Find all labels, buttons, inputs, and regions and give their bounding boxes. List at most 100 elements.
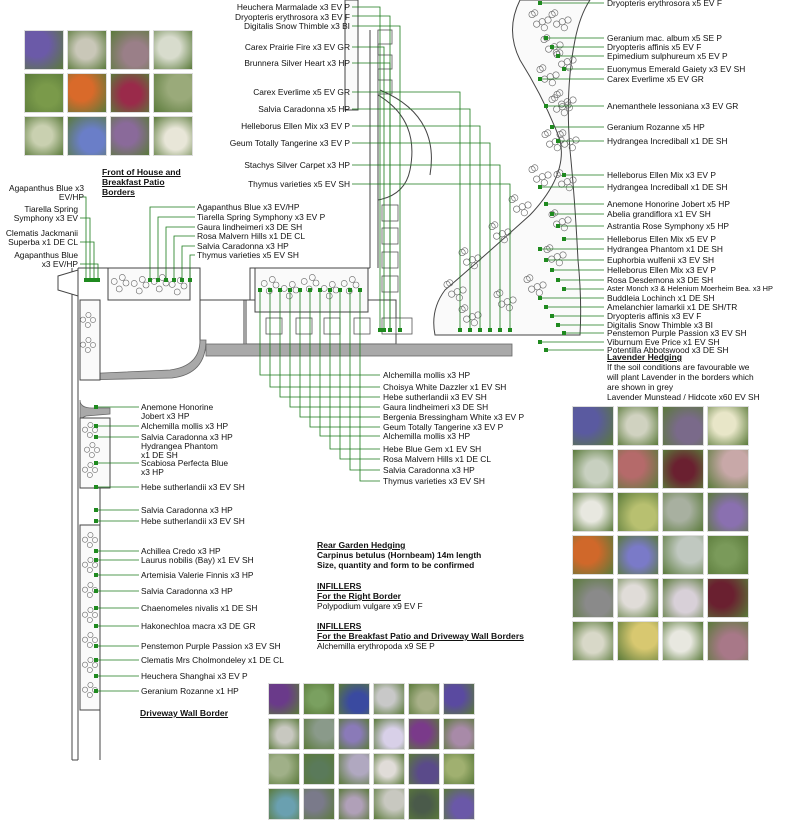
plant-symbol [80,341,86,348]
leader-marker [180,278,184,282]
plant-label: Brunnera Silver Heart x3 HP [244,58,350,68]
leader-line [352,183,511,330]
plant-symbol [94,447,100,453]
leader-marker [488,328,492,332]
plant-photo [24,73,64,113]
rear-hedging-note: Carpinus betulus (Hornbeam) 14m length [317,550,482,560]
plant-symbol [520,209,528,217]
leader-marker [94,485,98,489]
plant-symbol [526,274,534,282]
plant-symbol [87,632,94,638]
plant-photo [67,116,107,156]
leader-line [181,245,195,280]
leader-marker [468,328,472,332]
leader-marker [498,328,502,332]
plant-label: Helleborus Ellen Mix x3 EV P [241,121,350,131]
plant-photo [617,535,659,575]
plant-label: Astrantia Rose Symphony x5 HP [607,221,729,231]
leader-marker [94,624,98,628]
leader-marker [94,573,98,577]
leader-marker [388,328,392,332]
plant-photo [572,621,614,661]
plant-photo [443,683,475,715]
leader-marker [544,258,548,262]
plant-symbol [272,281,280,289]
rear-hedging-heading: Rear Garden Hedging [317,540,406,550]
plant-photo [662,449,704,489]
lavender-note: are shown in grey [607,382,674,392]
leader-marker [556,323,560,327]
plant-label: Digitalis Snow Thimble x3 BI [244,21,350,31]
plant-photo [707,535,749,575]
plant-symbol [551,9,559,17]
plant-symbol [87,557,94,563]
plant-photo [24,30,64,70]
plant-label: Amelanchier lamarkii x1 DE SH/TR [607,302,738,312]
plant-symbol [82,661,88,668]
leader-marker [318,288,322,292]
leader-marker [544,104,548,108]
plant-symbol [461,304,469,312]
plant-photo [572,578,614,618]
plant-photo [373,788,405,820]
leader-marker [562,237,566,241]
plant-label: EV/HP [58,192,84,202]
leader-marker [538,1,542,5]
infillers-heading: INFILLERS [317,621,362,631]
plant-photo [662,492,704,532]
plant-symbol [453,288,461,296]
plant-photo [617,449,659,489]
plant-symbol [352,281,360,289]
plant-label: Achillea Credo x3 HP [141,546,221,556]
plant-label: Salvia Caradonna x3 HP [197,241,289,251]
plant-label: Geranium Rozanne x1 HP [141,686,239,696]
plant-symbol [468,256,476,264]
leader-lines [80,2,604,692]
leader-line [352,46,385,330]
plant-photo [572,449,614,489]
plant-symbol [345,287,353,295]
plant-label: Clematis Mrs Cholmondeley x1 DE CL [141,655,284,665]
plant-label: Aster Monch x3 & Helenium Moerheim Bea. … [607,284,773,293]
lawn-curves [377,89,432,201]
leader-marker [94,461,98,465]
plant-symbol [538,173,546,181]
plant-label: Hydrangea Incrediball x1 DE SH [607,182,728,192]
leader-marker [556,224,560,228]
leader-line [359,290,380,482]
plant-symbol [82,636,88,643]
photo-gallery-right [572,406,749,661]
plant-label: Abelia grandiflora x1 EV SH [607,209,711,219]
plant-label: Rosa Malvern Hills x1 DE CL [197,231,305,241]
leader-marker [84,278,88,282]
leader-marker [398,328,402,332]
leader-marker [94,689,98,693]
leader-marker [328,288,332,292]
plant-photo [303,683,335,715]
plant-photo [153,73,193,113]
plant-photo [110,73,150,113]
leader-marker [562,331,566,335]
plant-symbol [85,312,92,318]
leader-marker [94,519,98,523]
leader-line [299,290,380,418]
plant-label: Hydrangea Phantom [141,441,218,451]
plant-symbol [82,561,88,568]
plant-label: Chaenomeles nivalis x1 DE SH [141,603,258,613]
plant-photo [268,788,300,820]
plant-label: Anemanthele lessoniana x3 EV GR [607,101,739,111]
plant-label: Scabiosa Perfecta Blue [141,458,229,468]
leader-marker [188,278,192,282]
plant-symbol [80,316,86,323]
plant-label: Superba x1 DE CL [8,237,78,247]
plant-photo [303,753,335,785]
plant-photo [707,492,749,532]
plant-photo [572,492,614,532]
garden-plan [57,0,604,761]
plant-label: Alchemilla mollis x3 HP [383,431,471,441]
plant-photo [373,753,405,785]
plant-photo [443,718,475,750]
leader-marker [544,348,548,352]
plant-label: Dryopteris erythrosora x5 EV F [607,0,722,8]
leader-line [309,290,380,428]
